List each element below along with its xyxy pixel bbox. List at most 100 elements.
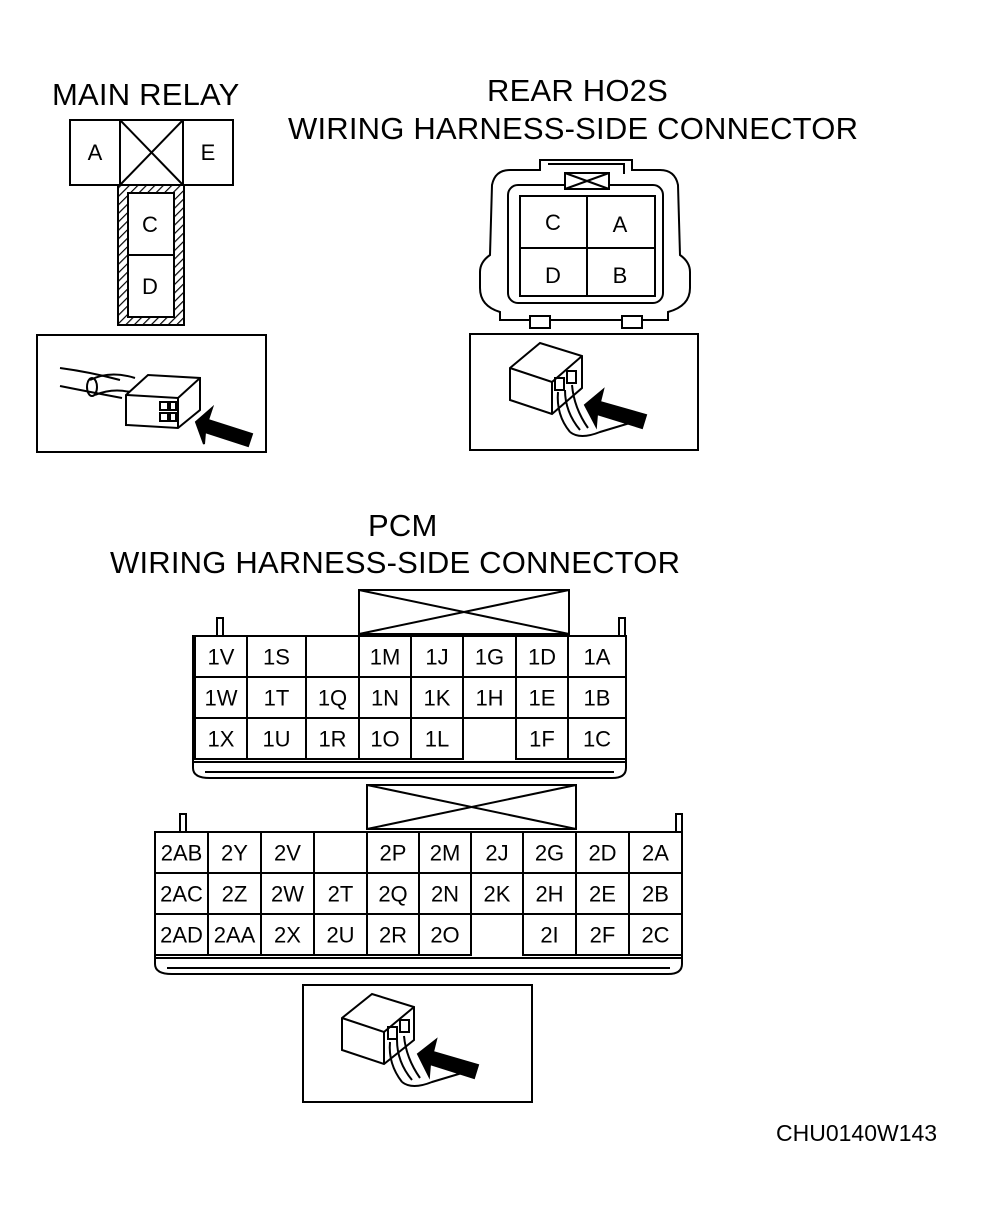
- pin-cell: [260, 831, 315, 874]
- pin-cell: [305, 717, 360, 760]
- pin-cell: [462, 676, 517, 719]
- pin-label: 1V: [208, 645, 235, 670]
- pin-label: 2T: [328, 882, 354, 907]
- pin-label: 2C: [641, 923, 669, 948]
- pin-label: 2AA: [214, 923, 256, 948]
- figure-code: CHU0140W143: [776, 1120, 938, 1146]
- pin-label: 1H: [475, 686, 503, 711]
- main-relay-connector: [69, 119, 234, 326]
- pin-label: 1M: [370, 645, 401, 670]
- rear-ho2s-view-illustration: [469, 333, 699, 451]
- pin-label: 2H: [535, 882, 563, 907]
- pin-cell: [462, 635, 517, 678]
- pin-label: 2D: [588, 841, 616, 866]
- pin-cell: [154, 913, 209, 956]
- pin-label: 2R: [379, 923, 407, 948]
- pin-label: 1N: [371, 686, 399, 711]
- pin-label: 1D: [528, 645, 556, 670]
- rear-ho2s-connector: [479, 159, 691, 329]
- pin-label: 1F: [529, 727, 555, 752]
- pin-label: 2U: [326, 923, 354, 948]
- pin-label: 1C: [583, 727, 611, 752]
- pin-label: 2AB: [161, 841, 203, 866]
- pin-label: 2I: [540, 923, 558, 948]
- pin-cell: [305, 676, 360, 719]
- pin-label: 2V: [274, 841, 301, 866]
- pin-label: 1U: [262, 727, 290, 752]
- pin-cell: [154, 872, 209, 915]
- pin-cell: [246, 635, 307, 678]
- pin-cell: [410, 717, 464, 760]
- pin-cell: [567, 635, 627, 678]
- pin-label: 1Q: [318, 686, 347, 711]
- pin-label: 1L: [425, 727, 449, 752]
- pin-label: 2W: [271, 882, 304, 907]
- pin-cell: [366, 913, 420, 956]
- pin-cell: [470, 872, 524, 915]
- pin-label: 1X: [208, 727, 235, 752]
- pin-label: 2F: [590, 923, 616, 948]
- pin-label: 1T: [264, 686, 290, 711]
- pin-label: 1E: [529, 686, 556, 711]
- rear-ho2s-pin-c: C: [545, 210, 561, 235]
- pin-label: 1O: [370, 727, 399, 752]
- pin-label: 2N: [431, 882, 459, 907]
- main-relay-pin-a: A: [88, 140, 103, 165]
- rear-ho2s-title: REAR HO2S: [487, 73, 668, 108]
- pin-label: 2G: [535, 841, 564, 866]
- pin-label: 1S: [263, 645, 290, 670]
- pin-label: 1K: [424, 686, 451, 711]
- pin-cell: [207, 913, 262, 956]
- pin-cell: [313, 913, 368, 956]
- main-relay-title: MAIN RELAY: [52, 77, 240, 112]
- pin-cell: [628, 913, 683, 956]
- pin-label: 1B: [584, 686, 611, 711]
- rear-ho2s-pin-b: B: [613, 263, 628, 288]
- pin-label: 1J: [425, 645, 448, 670]
- main-relay-pin-e: E: [201, 140, 216, 165]
- pin-cell: [567, 717, 627, 760]
- pin-cell: [260, 913, 315, 956]
- pin-label: 1G: [475, 645, 504, 670]
- pin-label: 2O: [430, 923, 459, 948]
- pin-label: 2M: [430, 841, 461, 866]
- rear-ho2s-pin-d: D: [545, 263, 561, 288]
- pin-label: 1R: [318, 727, 346, 752]
- main-relay-view-illustration: [36, 334, 267, 453]
- pin-cell: [246, 717, 307, 760]
- pin-cell: [207, 872, 262, 915]
- pin-cell: [418, 872, 472, 915]
- pcm-subtitle: WIRING HARNESS-SIDE CONNECTOR: [110, 545, 681, 580]
- pin-label: 2Q: [378, 882, 407, 907]
- pin-label: 1A: [584, 645, 611, 670]
- pcm-title: PCM: [368, 508, 438, 543]
- pin-label: 2Y: [221, 841, 248, 866]
- pcm-view-illustration: [302, 984, 533, 1103]
- pin-label: 2B: [642, 882, 669, 907]
- pin-label: 2P: [380, 841, 407, 866]
- pin-label: 2X: [274, 923, 301, 948]
- pin-label: 2AD: [160, 923, 203, 948]
- pin-cell: [575, 913, 630, 956]
- pin-cell: [246, 676, 307, 719]
- pin-label: 2Z: [222, 882, 248, 907]
- rear-ho2s-subtitle: WIRING HARNESS-SIDE CONNECTOR: [288, 111, 859, 146]
- pin-label: 2AC: [160, 882, 203, 907]
- pin-label: 2A: [642, 841, 669, 866]
- pin-cell: [418, 913, 472, 956]
- pin-cell: [410, 676, 464, 719]
- main-relay-pin-c: C: [142, 212, 158, 237]
- pin-cell: [260, 872, 315, 915]
- pin-label: 2J: [485, 841, 508, 866]
- pin-cell: [470, 831, 524, 874]
- pin-label: 2E: [589, 882, 616, 907]
- pin-cell: [366, 831, 420, 874]
- pin-cell: [567, 676, 627, 719]
- pin-cell: [628, 872, 683, 915]
- main-relay-pin-d: D: [142, 274, 158, 299]
- pin-cell: [515, 635, 569, 678]
- rear-ho2s-pin-a: A: [613, 212, 628, 237]
